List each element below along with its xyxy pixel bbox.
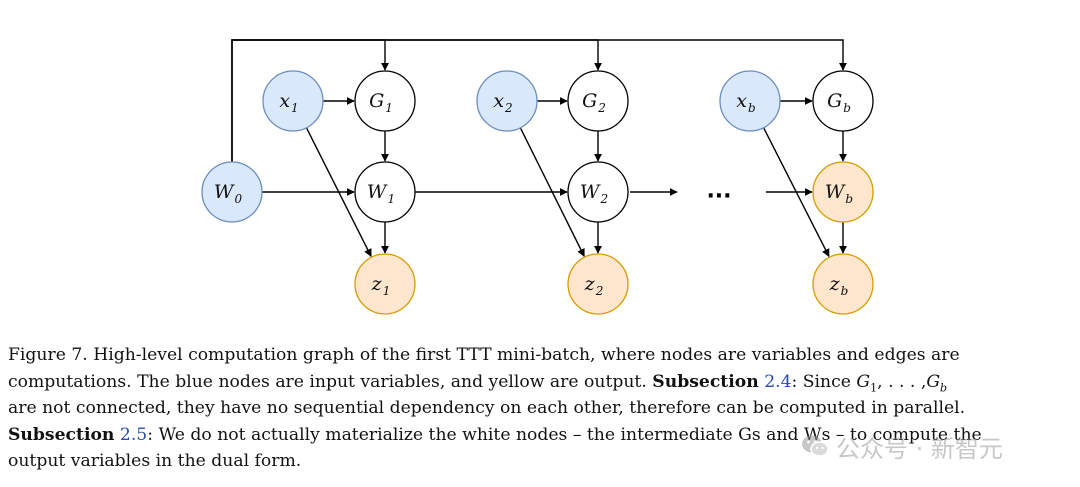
node-w2: W2 [567, 161, 629, 223]
caption-math-dots: , . . . , [877, 371, 927, 392]
caption-math-gb-sub: b [940, 380, 948, 394]
node-z1: z1 [354, 253, 416, 315]
caption-math-g1-sub: 1 [870, 380, 878, 394]
edge-x2-to-z2 [519, 127, 585, 257]
caption-subsection-label-2: Subsection [8, 424, 115, 445]
edge-x1-to-z1 [305, 127, 372, 258]
ellipsis: ··· [706, 184, 731, 209]
caption-line-2: computations. The blue nodes are input v… [8, 369, 1072, 396]
node-x1: x1 [262, 70, 324, 132]
watermark: 公众号 · 新智元 [800, 428, 1003, 464]
node-g1: G1 [354, 70, 416, 132]
caption-line-3: are not connected, they have no sequenti… [8, 398, 966, 418]
edges [231, 39, 847, 258]
caption-ref-2-4[interactable]: 2.4 [764, 371, 792, 392]
caption-ref-2-5[interactable]: 2.5 [119, 424, 148, 445]
node-g2: G2 [567, 70, 629, 132]
caption-math-g1: G [856, 371, 871, 392]
edge-W0-to-Gb [231, 39, 847, 162]
wechat-icon [802, 435, 829, 457]
caption-line-4-text: : We do not actually materialize the whi… [147, 424, 982, 445]
node-w0: W0 [201, 161, 263, 223]
caption-line-5: output variables in the dual form. [8, 451, 302, 471]
node-zb: zb [812, 253, 874, 315]
caption-line-2-tail: : Since [791, 371, 851, 392]
node-gb: Gb [812, 70, 874, 132]
node-w1: W1 [354, 161, 416, 223]
figure-caption: Figure 7. High-level computation graph o… [8, 342, 1072, 475]
caption-line-2-text: computations. The blue nodes are input v… [8, 371, 647, 392]
node-z2: z2 [567, 253, 629, 315]
caption-subsection-label: Subsection [652, 371, 759, 392]
node-xb: xb [719, 70, 781, 132]
watermark-text: 公众号 · 新智元 [836, 434, 1003, 463]
caption-line-4: Subsection 2.5: We do not actually mater… [8, 422, 1072, 449]
caption-line-1: Figure 7. High-level computation graph o… [8, 345, 960, 365]
caption-math-gb: G [926, 371, 941, 392]
node-x2: x2 [476, 70, 538, 132]
node-wb: Wb [812, 161, 874, 223]
